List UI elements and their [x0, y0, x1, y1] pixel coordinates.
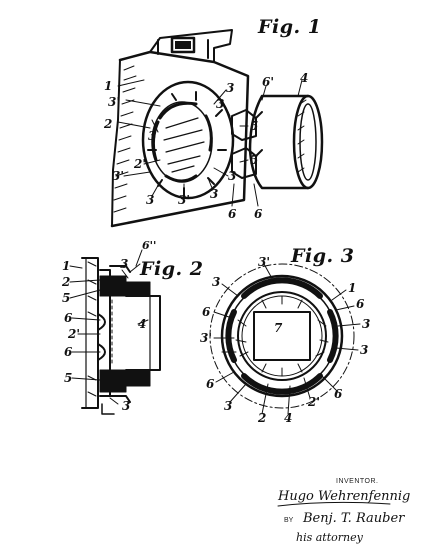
fig2-callout: 2': [68, 327, 81, 341]
fig1-callout: 5: [250, 119, 259, 133]
fig3-callout: 3': [200, 331, 213, 345]
fig3-callout: 3: [362, 317, 371, 331]
fig1-callout: 6': [262, 75, 275, 89]
fig1-callout: 3: [146, 193, 155, 207]
fig3-callout: 6: [356, 297, 365, 311]
fig1-callout: 4: [300, 71, 309, 85]
fig3-callout: 3: [224, 399, 233, 413]
fig3-drawing: [209, 263, 361, 415]
fig2-title: Fig. 2: [140, 258, 204, 280]
fig1-callout: 3': [178, 193, 191, 207]
fig1-callout: 2: [104, 117, 113, 131]
attorney-signature: Benj. T. Rauber: [303, 511, 405, 526]
fig2-callout: 6: [64, 345, 73, 359]
signature-flourish: [277, 501, 391, 507]
fig1-drawing: [110, 29, 324, 228]
fig2-callout: 5: [64, 371, 73, 385]
fig2-callout: 5: [62, 291, 71, 305]
fig3-callout: 2': [308, 395, 321, 409]
fig2-callout: 3: [122, 399, 131, 413]
fig1-callout: 3: [228, 169, 237, 183]
fig3-callout: 3: [360, 343, 369, 357]
fig3-callout: 2: [258, 411, 267, 425]
fig1-callout: 6: [228, 207, 237, 221]
fig3-callout: 6: [202, 305, 211, 319]
inventor-caption: INVENTOR.: [336, 478, 379, 485]
fig3-callout: 6: [206, 377, 215, 391]
fig2-drawing: [69, 249, 161, 415]
fig2-callout: 6: [64, 311, 73, 325]
fig1-callout: 3: [216, 97, 225, 111]
fig3-callout: 1: [348, 281, 357, 295]
fig2-callout: 6'': [142, 239, 157, 252]
fig1-callout: 3: [148, 129, 157, 143]
fig1-title: Fig. 1: [258, 16, 322, 38]
fig1-callout: 3: [226, 81, 235, 95]
fig3-callout: 3: [212, 275, 221, 289]
inventor-signature: Hugo Wehrenfennig: [278, 489, 411, 504]
fig3-callout: 3': [258, 255, 271, 269]
fig3-title: Fig. 3: [291, 245, 355, 267]
by-caption: BY: [284, 517, 294, 524]
attorney-role: his attorney: [296, 531, 363, 544]
fig2-callout: 4: [138, 317, 147, 331]
fig3-callout: 7: [274, 321, 283, 335]
fig2-callout: 2: [62, 275, 71, 289]
fig2-callout: 1: [62, 259, 71, 273]
fig1-callout: 5: [250, 153, 259, 167]
fig1-callout: 2': [134, 157, 147, 171]
fig1-callout: 3': [108, 95, 121, 109]
fig3-callout: 4: [284, 411, 293, 425]
fig1-callout: 3': [112, 169, 125, 183]
fig1-callout: 1: [104, 79, 113, 93]
fig2-callout: 3: [120, 257, 129, 271]
fig1-callout: 3: [210, 187, 219, 201]
fig1-callout: 6: [254, 207, 263, 221]
fig3-callout: 6: [334, 387, 343, 401]
